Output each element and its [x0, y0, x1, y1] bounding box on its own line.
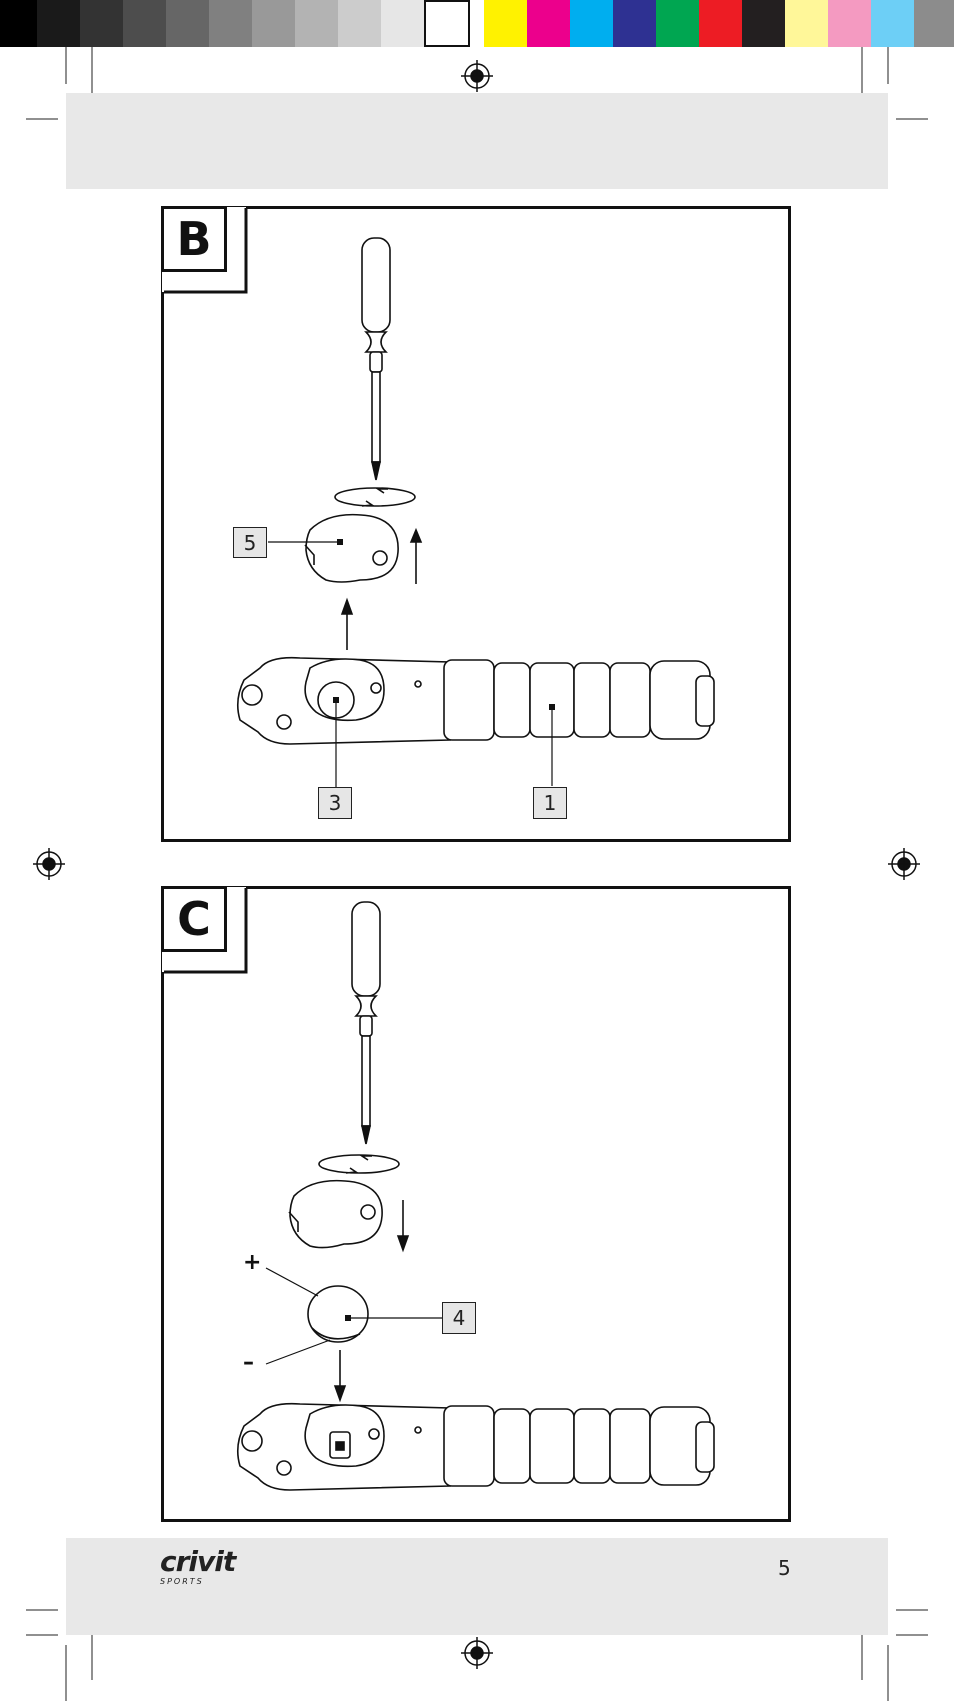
screwdriver-icon: [352, 902, 380, 1144]
rotation-arrow-icon: [319, 1155, 399, 1173]
polarity-minus: –: [243, 1352, 254, 1374]
callout-4: 4: [442, 1302, 476, 1334]
brand-logo: crivit SPORTS: [160, 1548, 235, 1586]
battery-icon: [308, 1286, 368, 1342]
page-number: 5: [778, 1556, 791, 1580]
cover-icon: [289, 1181, 382, 1248]
device-icon: [238, 1404, 714, 1490]
polarity-plus: +: [243, 1252, 261, 1274]
